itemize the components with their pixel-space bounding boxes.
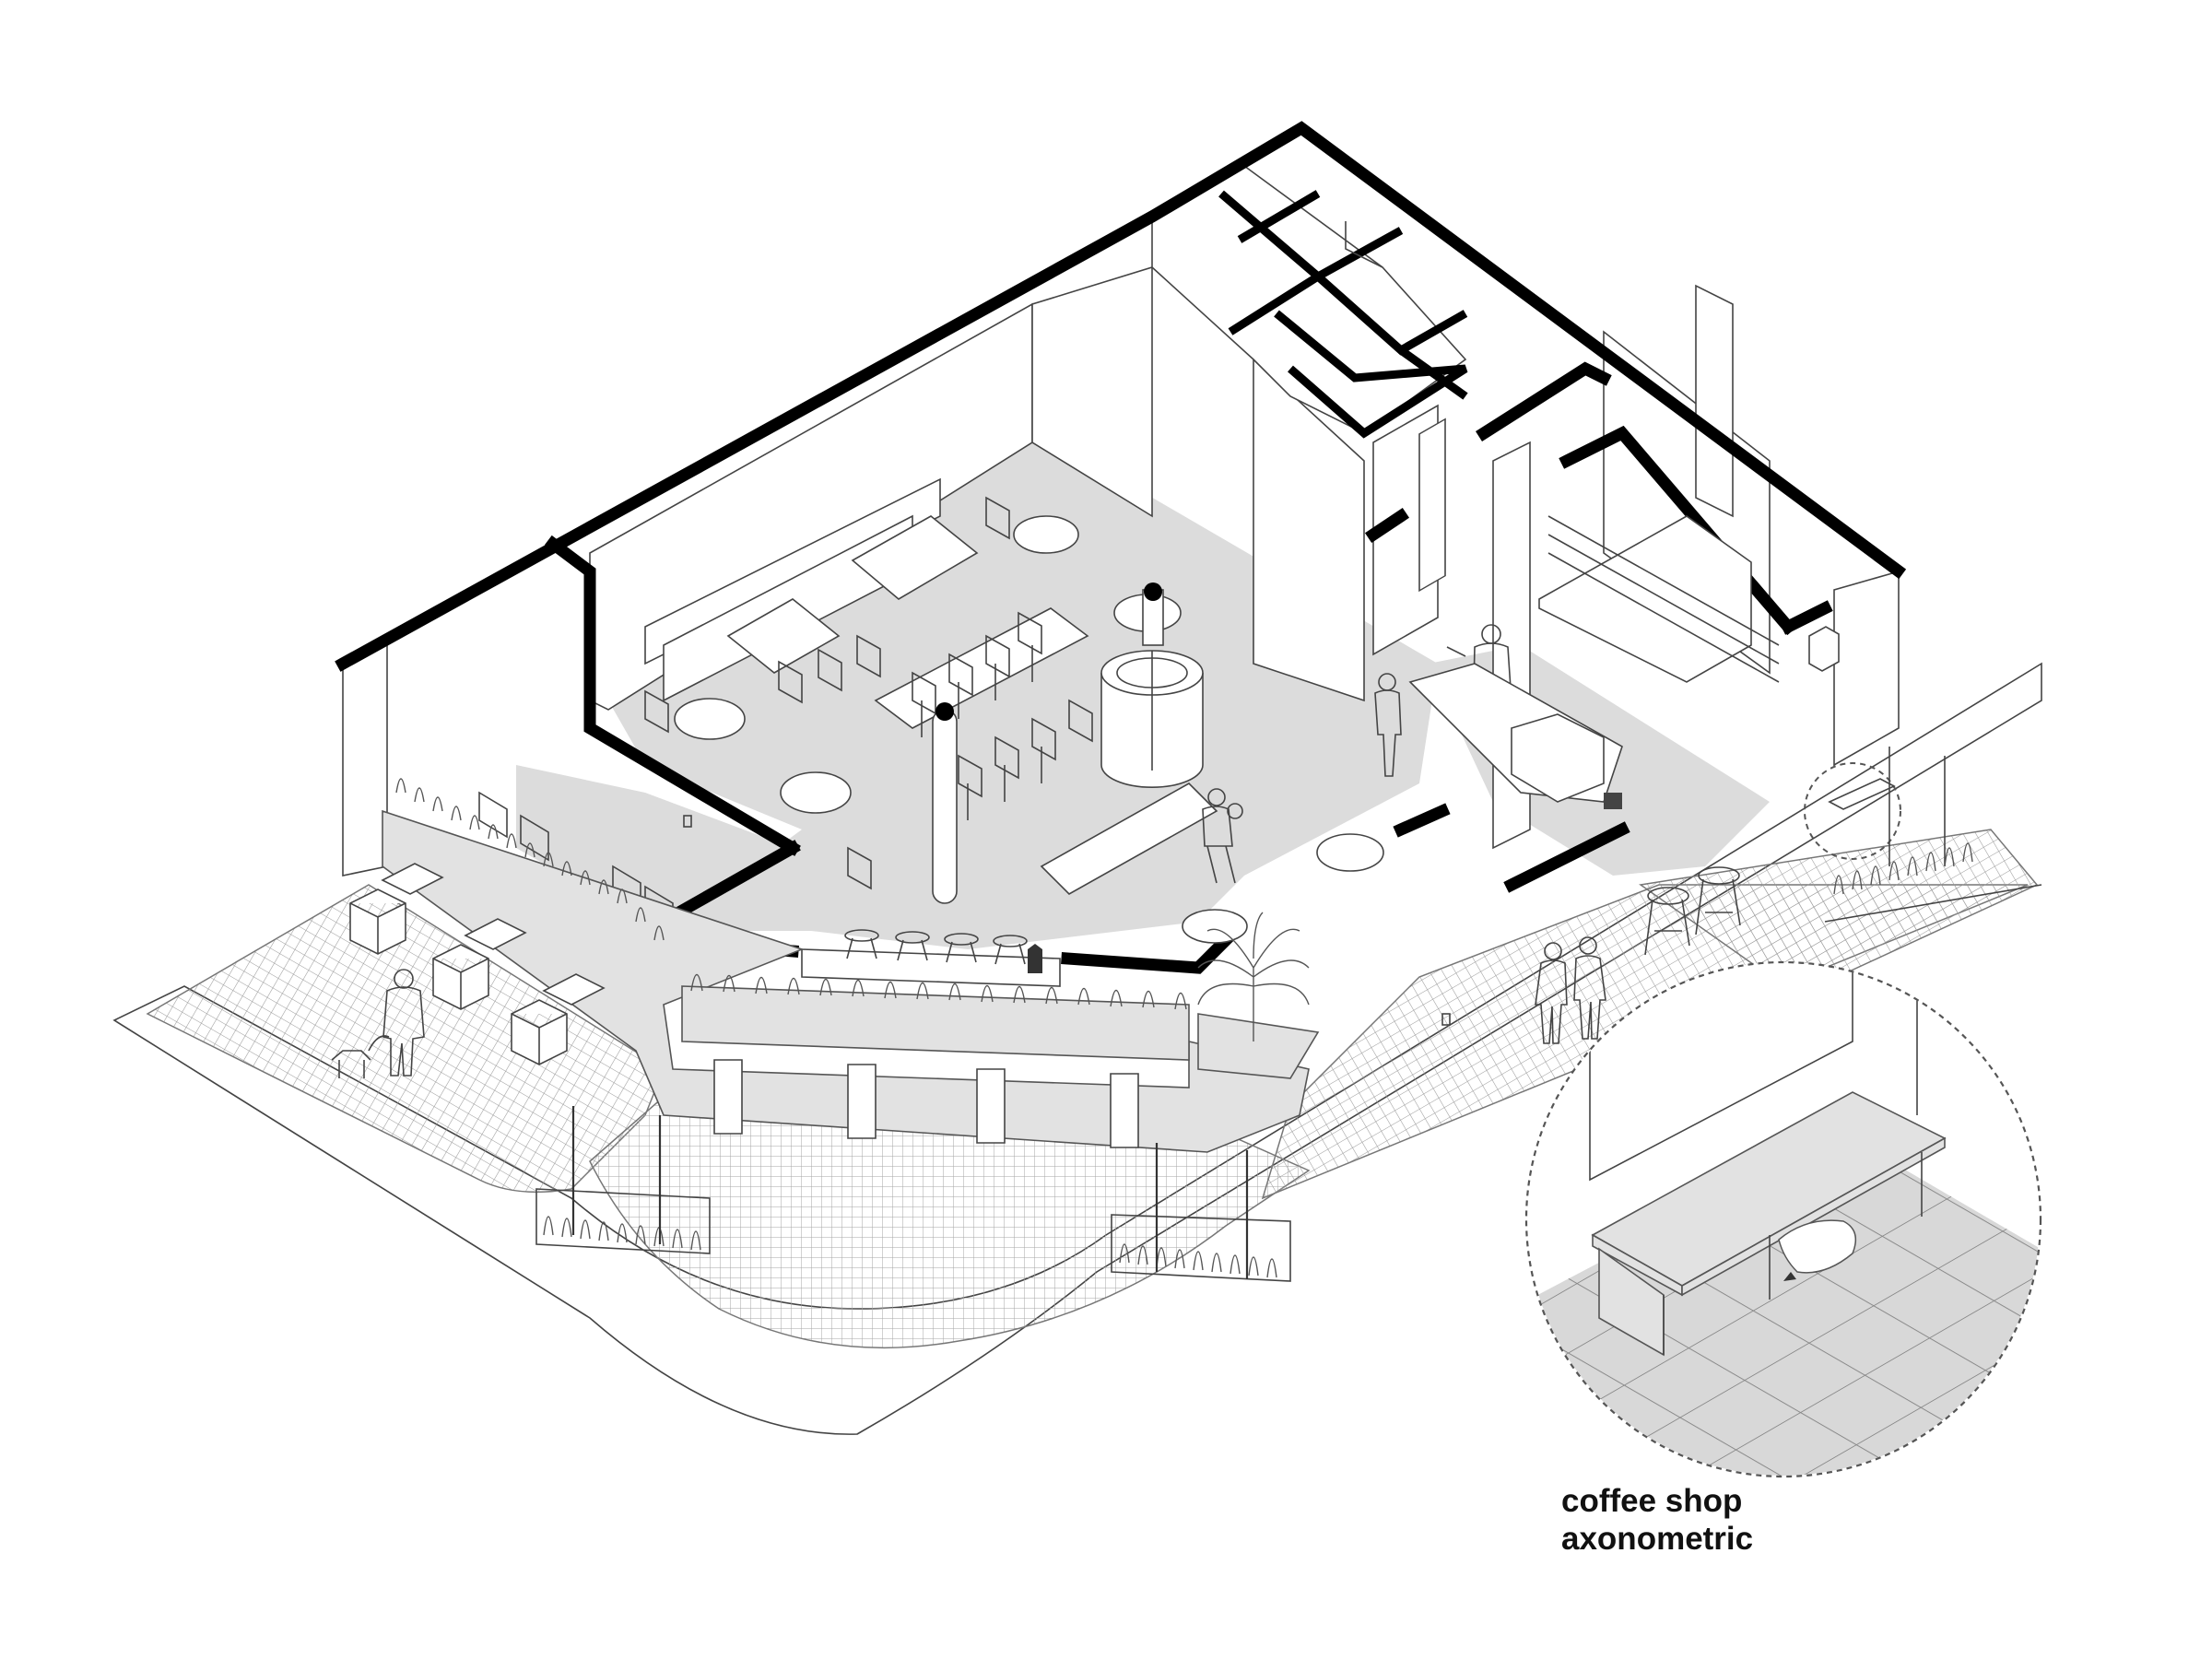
seated-couple bbox=[1202, 788, 1243, 884]
wall-fixtures bbox=[683, 626, 1840, 1026]
round-table bbox=[1013, 515, 1079, 554]
sidewalk-paving-right-far bbox=[1639, 829, 2039, 996]
sleeping-pet bbox=[1778, 1219, 1857, 1274]
pedestrians-two-women bbox=[1535, 936, 1606, 1044]
detail-reference-circle bbox=[1804, 747, 2042, 923]
front-planter bbox=[382, 778, 1320, 1153]
caption-line-2: axonometric bbox=[1561, 1521, 1754, 1557]
street-planters bbox=[535, 1106, 1291, 1282]
detail-callout bbox=[1524, 960, 2042, 1478]
street-benches bbox=[349, 863, 1139, 1148]
barista-and-customer bbox=[1374, 624, 1512, 777]
pedestrian-with-dog bbox=[331, 969, 425, 1078]
caption-line-1: coffee shop bbox=[1561, 1483, 1743, 1519]
round-table bbox=[780, 771, 852, 814]
coffee-bar bbox=[1408, 515, 1780, 809]
round-table bbox=[1316, 833, 1384, 872]
palm-plant bbox=[1197, 912, 1310, 1041]
outdoor-stools bbox=[1644, 866, 1741, 956]
dining-area-furniture bbox=[478, 477, 1384, 944]
cylindrical-display bbox=[1100, 650, 1204, 788]
exterior-cut-walls bbox=[335, 121, 1907, 974]
round-table bbox=[674, 698, 746, 740]
window-bar bbox=[801, 929, 1061, 987]
door bbox=[1418, 418, 1446, 593]
columns bbox=[932, 582, 1164, 904]
round-table bbox=[1182, 909, 1248, 944]
drawing-caption: coffee shop axonometric bbox=[1561, 1482, 1753, 1558]
